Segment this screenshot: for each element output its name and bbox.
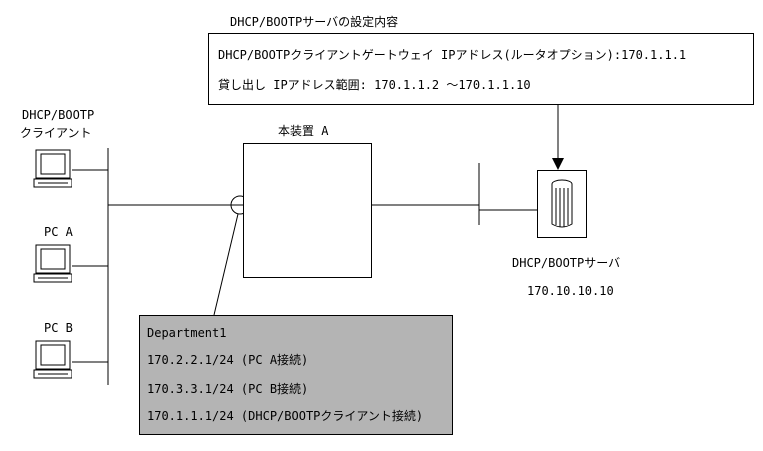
pc-a-label: PC A [44,225,73,239]
department-name: Department1 [147,326,227,340]
server-label: DHCP/BOOTPサーバ [512,256,621,270]
department-line-pc-b: 170.3.3.1/24 (PC B接続) [147,382,309,396]
client-pc-icon [33,149,72,188]
client-label-line1: DHCP/BOOTP [22,108,95,122]
server-config-box: DHCP/BOOTPクライアントゲートウェイ IPアドレス(ルータオプション):… [208,33,754,105]
config-arrow-head [552,158,564,170]
server-config-range: 貸し出し IPアドレス範囲: 170.1.1.2 ～170.1.1.10 [218,78,531,92]
pc-b-label: PC B [44,321,73,335]
client-label-line2: クライアント [20,126,92,140]
department-line-pc-a: 170.2.2.1/24 (PC A接続) [147,353,309,367]
pc-b-icon [33,340,72,379]
leader-line [213,213,239,316]
device-box [243,143,372,278]
pc-a-icon [33,244,72,283]
server-config-gateway: DHCP/BOOTPクライアントゲートウェイ IPアドレス(ルータオプション):… [218,48,687,62]
server-config-title: DHCP/BOOTPサーバの設定内容 [230,15,399,29]
department-line-client: 170.1.1.1/24 (DHCP/BOOTPクライアント接続) [147,409,424,423]
device-label: 本装置 A [278,124,329,138]
server-ip: 170.10.10.10 [527,284,614,298]
department-box: Department1 170.2.2.1/24 (PC A接続) 170.3.… [139,315,453,435]
server-icon [537,170,587,238]
